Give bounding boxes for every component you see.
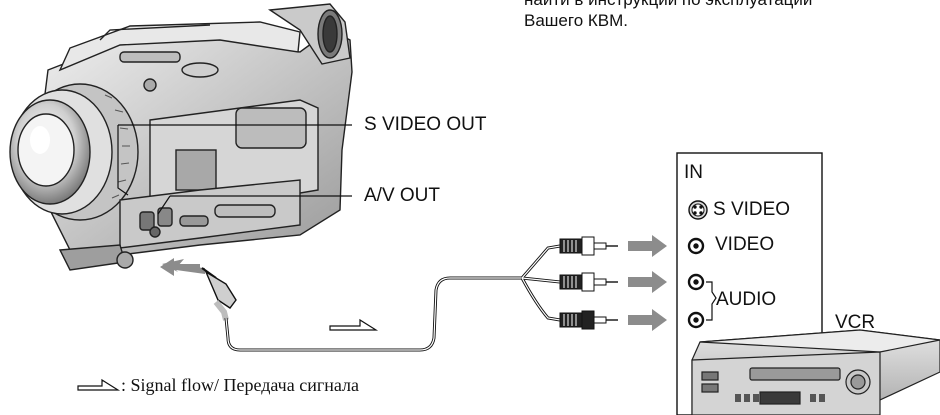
rca-plug-audio-right [559,310,618,330]
video-jack-icon [687,237,705,255]
manual-note-line-1: найти в инструкции по эксплуатации [524,0,812,10]
signal-flow-legend: : Signal flow/ Передача сигнала [121,375,359,395]
flow-arrow-audio-left [628,271,667,293]
audio-jack-right-icon [687,311,705,329]
rca-plug-audio-left [559,272,618,292]
audio-jack-left-icon [687,273,705,291]
audio-bracket [706,281,717,321]
rca-plugs [559,236,618,330]
video-input-label: VIDEO [715,234,775,255]
flow-arrow-audio-right [628,309,667,331]
flow-arrow-video [628,235,667,257]
legend-arrow-icon [77,378,121,391]
av-out-label: A/V OUT [364,185,441,206]
camera-leader-lines [117,124,352,215]
vcr-panel-title: IN [684,162,703,183]
s-video-out-label: S VIDEO OUT [364,114,487,135]
manual-note-line-2: Вашего КВМ. [524,11,629,30]
s-video-jack-icon [688,200,708,220]
av-cable [201,244,561,352]
vcr-illustration [691,329,940,415]
s-video-input-label: S VIDEO [713,199,791,220]
vcr-label: VCR [835,312,876,333]
manual-note: найти в инструкции по эксплуатации Вашег… [524,0,812,31]
camcorder-illustration [9,3,353,271]
signal-flow-arrow [329,318,379,331]
camera-input-arrow [160,258,205,276]
audio-input-label: AUDIO [716,289,777,310]
vcr-flow-arrows [628,235,667,331]
rca-plug-video [559,236,618,256]
